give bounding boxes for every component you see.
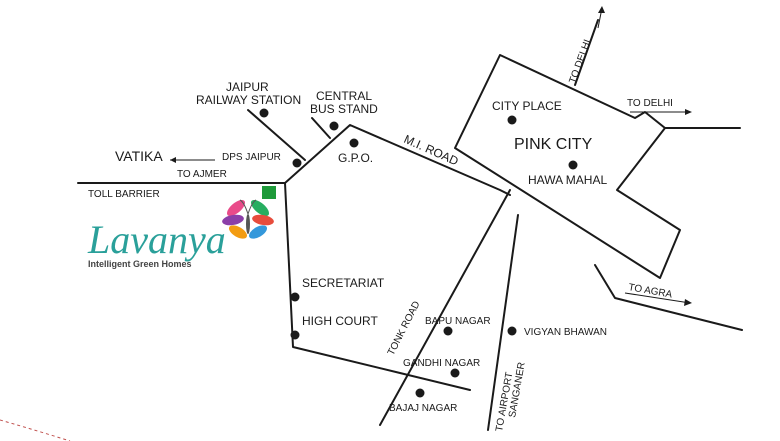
label-pink-city: PINK CITY bbox=[514, 136, 593, 153]
road-network bbox=[77, 19, 743, 431]
road-to-agra bbox=[594, 264, 743, 331]
label-secretariat: SECRETARIAT bbox=[302, 276, 385, 290]
label-hawa-mahal: HAWA MAHAL bbox=[528, 173, 607, 187]
project-location-marker bbox=[262, 186, 276, 199]
direction-arrows bbox=[170, 6, 692, 306]
road-to-delhi-north bbox=[574, 19, 599, 86]
pink-city-boundary bbox=[454, 54, 681, 279]
tonk-road-line bbox=[379, 189, 511, 426]
bus-stand-road bbox=[311, 117, 331, 139]
label-vatika: VATIKA bbox=[115, 148, 163, 164]
label-high-court: HIGH COURT bbox=[302, 314, 378, 328]
label-to-agra: TO AGRA bbox=[627, 282, 673, 301]
label-jaipur-railway-2: RAILWAY STATION bbox=[196, 93, 301, 107]
lavanya-logo: Lavanya Intelligent Green Homes bbox=[87, 199, 274, 269]
label-bapu-nagar: BAPU NAGAR bbox=[425, 316, 491, 327]
label-vigyan-bhawan: VIGYAN BHAWAN bbox=[524, 327, 607, 338]
label-city-place: CITY PLACE bbox=[492, 99, 562, 113]
landmark-dots bbox=[259, 108, 578, 398]
label-central-bus-1: CENTRAL bbox=[316, 89, 372, 103]
label-to-delhi-north: TO DELHI bbox=[567, 38, 593, 85]
logo-wordmark: Lavanya bbox=[87, 217, 226, 262]
airport-road bbox=[487, 214, 519, 431]
label-central-bus-2: BUS STAND bbox=[310, 102, 378, 116]
label-gandhi-nagar: GANDHI NAGAR bbox=[403, 358, 480, 369]
label-toll-barrier: TOLL BARRIER bbox=[88, 189, 160, 200]
label-tonk-road: TONK ROAD bbox=[386, 300, 423, 358]
central-loop bbox=[284, 124, 511, 196]
butterfly-logo-icon bbox=[222, 199, 274, 239]
railway-station-road bbox=[247, 109, 306, 161]
label-to-delhi-east: TO DELHI bbox=[627, 98, 673, 109]
west-loop bbox=[284, 182, 471, 391]
logo-tagline: Intelligent Green Homes bbox=[88, 259, 192, 269]
label-to-ajmer: TO AJMER bbox=[177, 169, 227, 180]
label-gpo: G.P.O. bbox=[338, 151, 373, 165]
label-bajaj-nagar: BAJAJ NAGAR bbox=[389, 403, 457, 414]
dashed-curve bbox=[0, 419, 71, 441]
label-dps-jaipur: DPS JAIPUR bbox=[222, 152, 281, 163]
label-jaipur-railway-1: JAIPUR bbox=[226, 80, 269, 94]
